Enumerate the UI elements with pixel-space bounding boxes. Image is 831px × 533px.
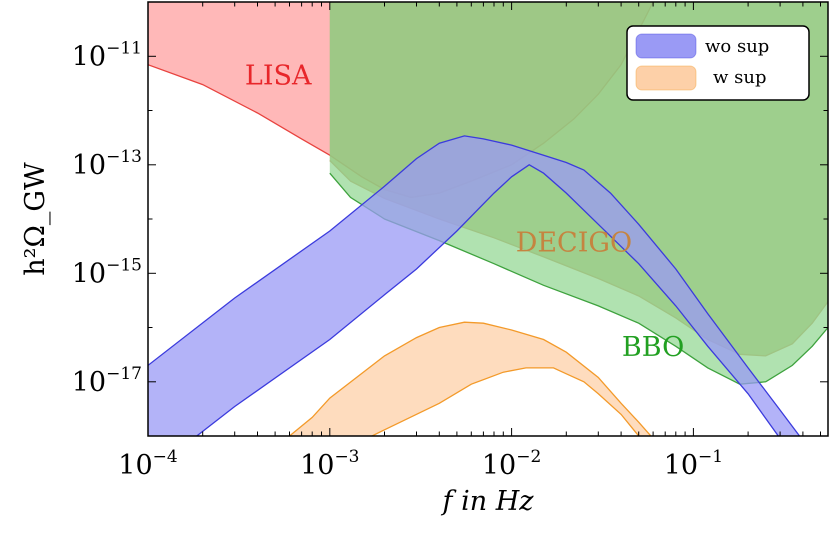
band-wo-sup-fill (148, 135, 800, 436)
y-axis-title: h²Ω_GW (20, 162, 51, 276)
spectrum-bands (148, 135, 801, 436)
band-w-sup-upper (289, 321, 652, 436)
x-tick-label: 10−2 (482, 447, 541, 481)
y-tick-label: 10−15 (72, 255, 142, 289)
x-axis-title: f in Hz (441, 486, 535, 517)
band-w-sup-lower (370, 367, 640, 436)
region-label-bbo: BBO (622, 332, 684, 363)
y-tick-label: 10−13 (72, 147, 142, 181)
x-tick-label: 10−1 (664, 447, 723, 481)
y-tick-label: 10−11 (72, 38, 142, 72)
legend: wo sup w sup (626, 25, 810, 101)
region-label-lisa: LISA (245, 61, 312, 92)
band-wo-sup-lower (195, 164, 780, 436)
legend-label-w-sup: w sup (713, 67, 766, 88)
band-wo-sup-upper (148, 135, 801, 436)
region-label-decigo: DECIGO (516, 228, 632, 259)
legend-swatch-wo-sup (635, 33, 697, 59)
region-labels: LISA DECIGO BBO (245, 61, 684, 363)
legend-label-wo-sup: wo sup (705, 36, 769, 57)
band-w-sup-fill (289, 322, 651, 436)
y-tick-label: 10−17 (72, 364, 142, 398)
x-tick-label: 10−4 (118, 447, 177, 481)
axes: 10−4 10−3 10−2 10−1 10−11 10−13 10−15 10−17 (72, 1, 829, 481)
legend-swatch-w-sup (635, 65, 697, 91)
x-tick-label: 10−3 (300, 447, 359, 481)
